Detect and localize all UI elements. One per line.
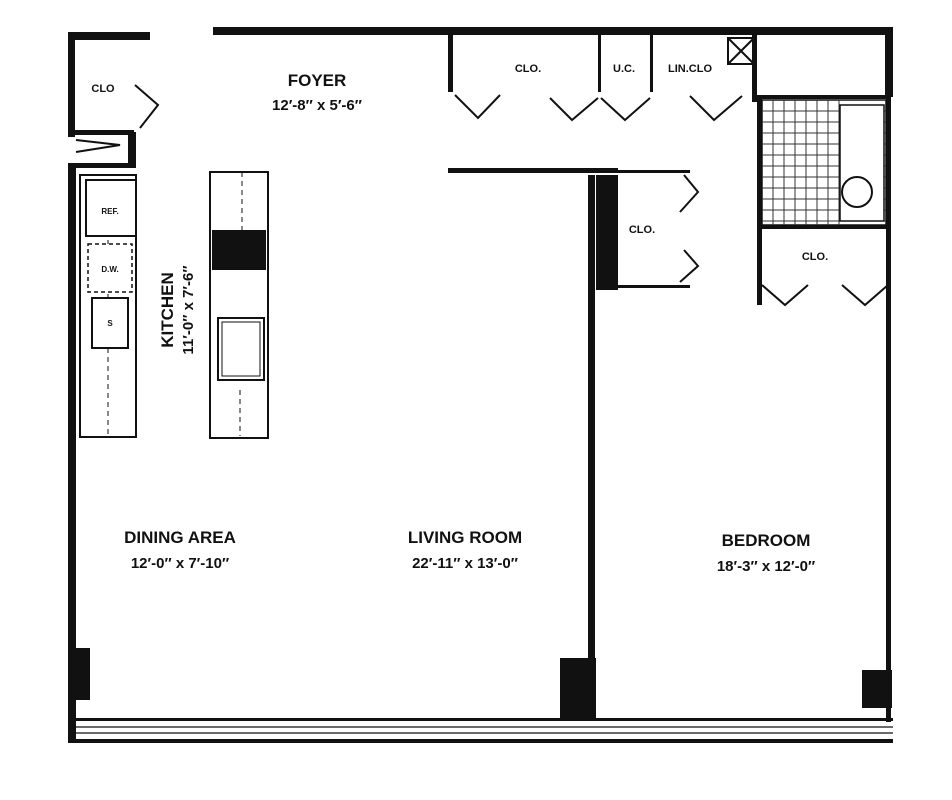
bedroom-name: BEDROOM [722, 531, 811, 550]
kitchen-counters [79, 171, 269, 439]
dining-name: DINING AREA [124, 528, 236, 547]
living-name: LIVING ROOM [408, 528, 522, 547]
dishwasher-label: D.W. [101, 265, 118, 274]
refrigerator-label: REF. [101, 207, 118, 216]
refrigerator [85, 179, 137, 237]
columns [72, 648, 892, 720]
bedroom-closet-label: CLO. [802, 251, 828, 263]
kitchen-dims: 11′-0″ x 7′-6″ [180, 265, 197, 354]
bedroom-dims: 18′-3″ x 12′-0″ [717, 558, 815, 575]
sink-label: S [107, 319, 113, 328]
kitchen-name: KITCHEN [158, 272, 177, 348]
bathroom [761, 99, 887, 226]
foyer-closet-label: CLO. [515, 63, 541, 75]
foyer-dims: 12′-8″ x 5′-6″ [272, 97, 362, 114]
sink [91, 297, 129, 349]
dining-dims: 12′-0″ x 7′-10″ [131, 555, 229, 572]
hall-closet-label: CLO. [629, 224, 655, 236]
foyer-name: FOYER [288, 71, 347, 90]
outer-walls [68, 27, 893, 743]
living-dims: 22′-11″ x 13′-0″ [412, 555, 518, 572]
linen-closet-label: LIN.CLO [668, 63, 712, 75]
labels: FOYER 12′-8″ x 5′-6″ KITCHEN 11′-0″ x 7′… [91, 63, 828, 575]
dishwasher [87, 243, 133, 293]
doors [75, 37, 889, 307]
interior-walls [68, 32, 887, 720]
entry-closet-label: CLO [91, 83, 115, 95]
utility-closet-label: U.C. [613, 63, 635, 75]
